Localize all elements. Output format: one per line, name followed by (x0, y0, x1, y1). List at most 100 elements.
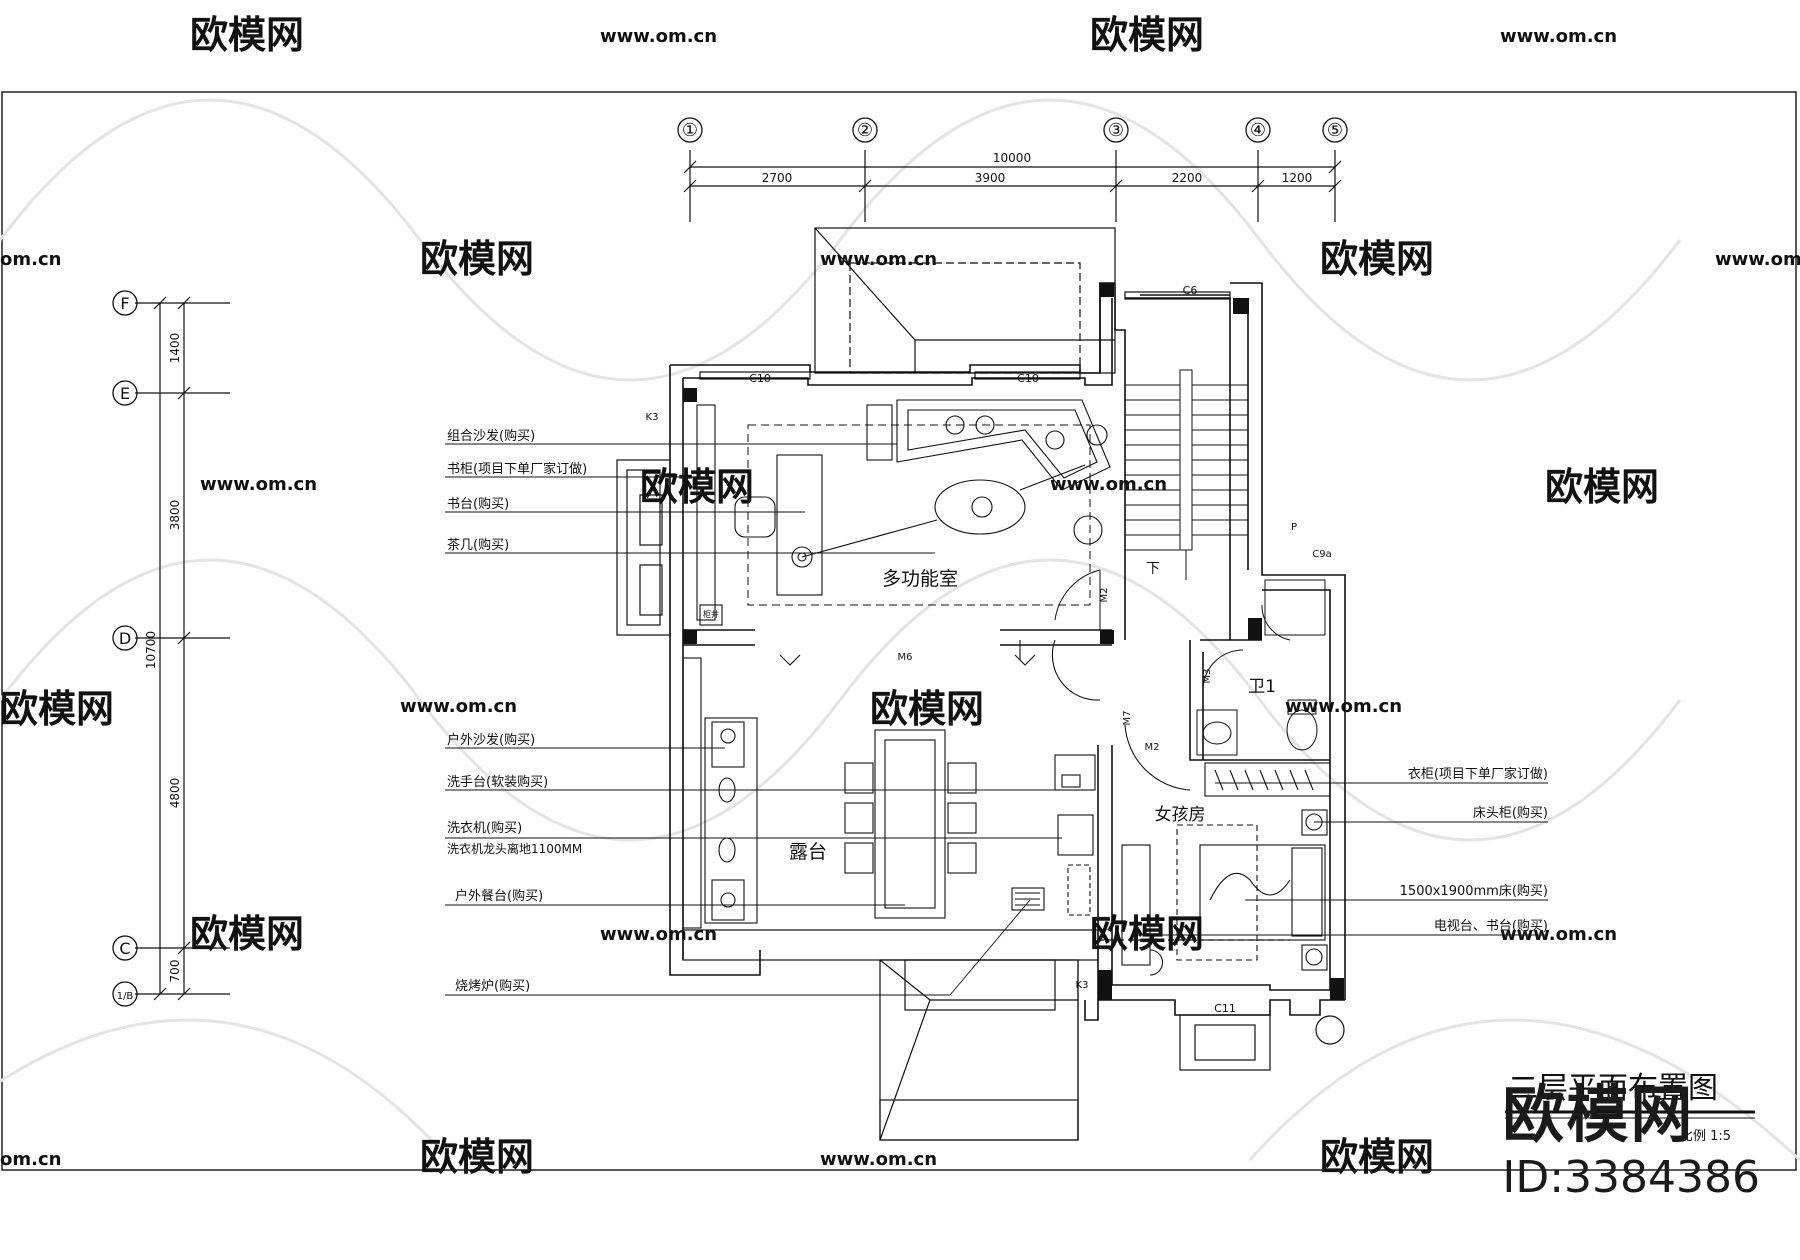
watermark-brand: 欧模网 (640, 465, 754, 509)
left-dimension-chain (135, 296, 230, 1001)
drawing-title: 二层平面布置图 (1508, 1071, 1718, 1106)
exterior-walls (669, 282, 1346, 1021)
brand-logo-text: 欧模网 (1502, 1078, 1695, 1151)
windows-c10 (699, 371, 1081, 380)
dim-top-total: 10000 (993, 151, 1031, 165)
watermark-brand: 欧模网 (1090, 912, 1204, 956)
code-c10-a: C10 (749, 372, 771, 385)
code-m2-a: M2 (1099, 588, 1110, 603)
bathroom-fixtures (1196, 579, 1326, 756)
code-m6: M6 (898, 652, 913, 663)
axis-bubble-D (112, 625, 138, 651)
dim-left-seg-3: 4800 (168, 778, 182, 809)
desk-bookcase (696, 404, 823, 626)
roof-upper (814, 227, 1116, 374)
code-m2-b: M2 (1145, 742, 1160, 753)
axis-label-5: ⑤ (1327, 120, 1343, 141)
top-dimension-chain (683, 150, 1342, 222)
axis-label-1B: 1/B (117, 991, 134, 1002)
axis-label-E: E (120, 384, 130, 403)
watermark-url: www.om.cn (1715, 249, 1800, 270)
stair-label-down: 下 (1146, 561, 1160, 577)
dim-left-seg-4: 700 (168, 960, 182, 983)
code-c10-b: C10 (1017, 372, 1039, 385)
watermark-url-fragment: om.cn (0, 249, 61, 270)
annotation-bbq: 烧烤炉(购买) (455, 978, 530, 994)
annotation-coffee-table: 茶几(购买) (447, 537, 509, 553)
dim-left-seg-2: 3800 (168, 500, 182, 531)
axis-label-3: ③ (1108, 120, 1124, 141)
drawing-frame (1, 91, 1797, 1171)
axis-label-2: ② (857, 120, 873, 141)
room-label-multi: 多功能室 (882, 568, 958, 590)
multi-room-dashed-zone (747, 424, 1091, 606)
watermark-url: www.om.cn (820, 249, 937, 270)
watermark-url: www.om.cn (600, 26, 717, 47)
axis-label-D: D (119, 629, 131, 648)
watermark-url: www.om.cn (1500, 26, 1617, 47)
left-axis-bubbles: F E D C 1/B (112, 290, 138, 1007)
opening-codes: C10 C10 C6 C11 C9a P K3 K3 M6 M2 M2 M3 M… (646, 284, 1332, 1015)
code-m3: M3 (1202, 669, 1213, 684)
drawing-scale: 比例 1:5 (1680, 1129, 1731, 1144)
axis-bubble-C (112, 935, 138, 961)
code-k3-a: K3 (646, 412, 659, 423)
code-m7: M7 (1122, 711, 1133, 726)
axis-bubble-4 (1245, 117, 1271, 143)
door-m2-multi (1054, 569, 1101, 630)
leader-lines-left (445, 443, 1075, 996)
room-label-bath: 卫1 (1248, 677, 1276, 697)
sectional-sofa (866, 399, 1111, 491)
dim-top-seg-1: 2700 (762, 171, 793, 185)
watermark-brand: 欧模网 (0, 687, 114, 731)
axis-label-4: ④ (1250, 120, 1266, 141)
watermark-brand: 欧模网 (1320, 237, 1434, 281)
dim-left-total: 10700 (144, 631, 158, 669)
annotation-desk: 书台(购买) (447, 496, 509, 512)
annotation-bookcase: 书柜(项目下单厂家订做) (447, 461, 587, 477)
watermark-url: www.om.cn (1500, 924, 1617, 945)
brand-overlay: 欧模网 ID:3384386 (1502, 1084, 1760, 1200)
annotations-left: 组合沙发(购买) 书柜(项目下单厂家订做) 书台(购买) 茶几(购买) 户外沙发… (447, 428, 587, 994)
annotation-sofa: 组合沙发(购买) (447, 428, 535, 444)
axis-bubble-F (112, 290, 138, 316)
annotation-washer: 洗衣机(购买) (447, 820, 522, 836)
axis-bubble-3 (1103, 117, 1129, 143)
top-axis-bubbles: ① ② ③ ④ ⑤ (677, 117, 1348, 143)
dim-left-seg-1: 1400 (168, 333, 182, 364)
dim-top-seg-3: 2200 (1172, 171, 1203, 185)
axis-label-C: C (119, 939, 130, 958)
watermark-brand: 欧模网 (1320, 1135, 1434, 1179)
watermark-brand: 欧模网 (420, 1135, 534, 1179)
watermark-url: www.om.cn (400, 696, 517, 717)
terrace-zone (682, 639, 1101, 929)
axis-bubble-5 (1322, 117, 1348, 143)
code-c9a: C9a (1312, 549, 1331, 560)
axis-bubble-E (112, 380, 138, 406)
code-k3-b: K3 (1076, 980, 1089, 991)
watermark-brand: 欧模网 (1545, 465, 1659, 509)
dim-top-seg-4: 1200 (1282, 171, 1313, 185)
watermark-url: www.om.cn (820, 1149, 937, 1170)
dim-top-seg-2: 3900 (975, 171, 1006, 185)
annotation-washer-tap: 洗衣机龙头离地1100MM (447, 841, 582, 856)
axis-bubble-1 (677, 117, 703, 143)
watermark-url: www.om.cn (1285, 696, 1402, 717)
annotation-washbasin: 洗手台(软装购买) (447, 774, 548, 790)
watermark-brand: 欧模网 (1090, 13, 1204, 57)
watermark-url: www.om.cn (600, 924, 717, 945)
code-c6: C6 (1183, 284, 1198, 297)
watermark-url: www.om.cn (1050, 474, 1167, 495)
code-cab: 柜井 (703, 609, 719, 619)
code-p: P (1291, 522, 1297, 533)
roof-lower (682, 929, 1345, 1141)
annotation-tv-desk: 电视台、书台(购买) (1434, 918, 1548, 934)
axis-label-1: ① (682, 120, 698, 141)
watermark-urls: www.om.cn www.om.cn om.cn www.om.cn www.… (0, 26, 1800, 1170)
leader-lines-right (1138, 782, 1548, 936)
axis-label-F: F (120, 294, 129, 313)
watermark-brand: 欧模网 (190, 13, 304, 57)
watermark-brand: 欧模网 (870, 687, 984, 731)
axis-bubble-1B (112, 981, 138, 1007)
